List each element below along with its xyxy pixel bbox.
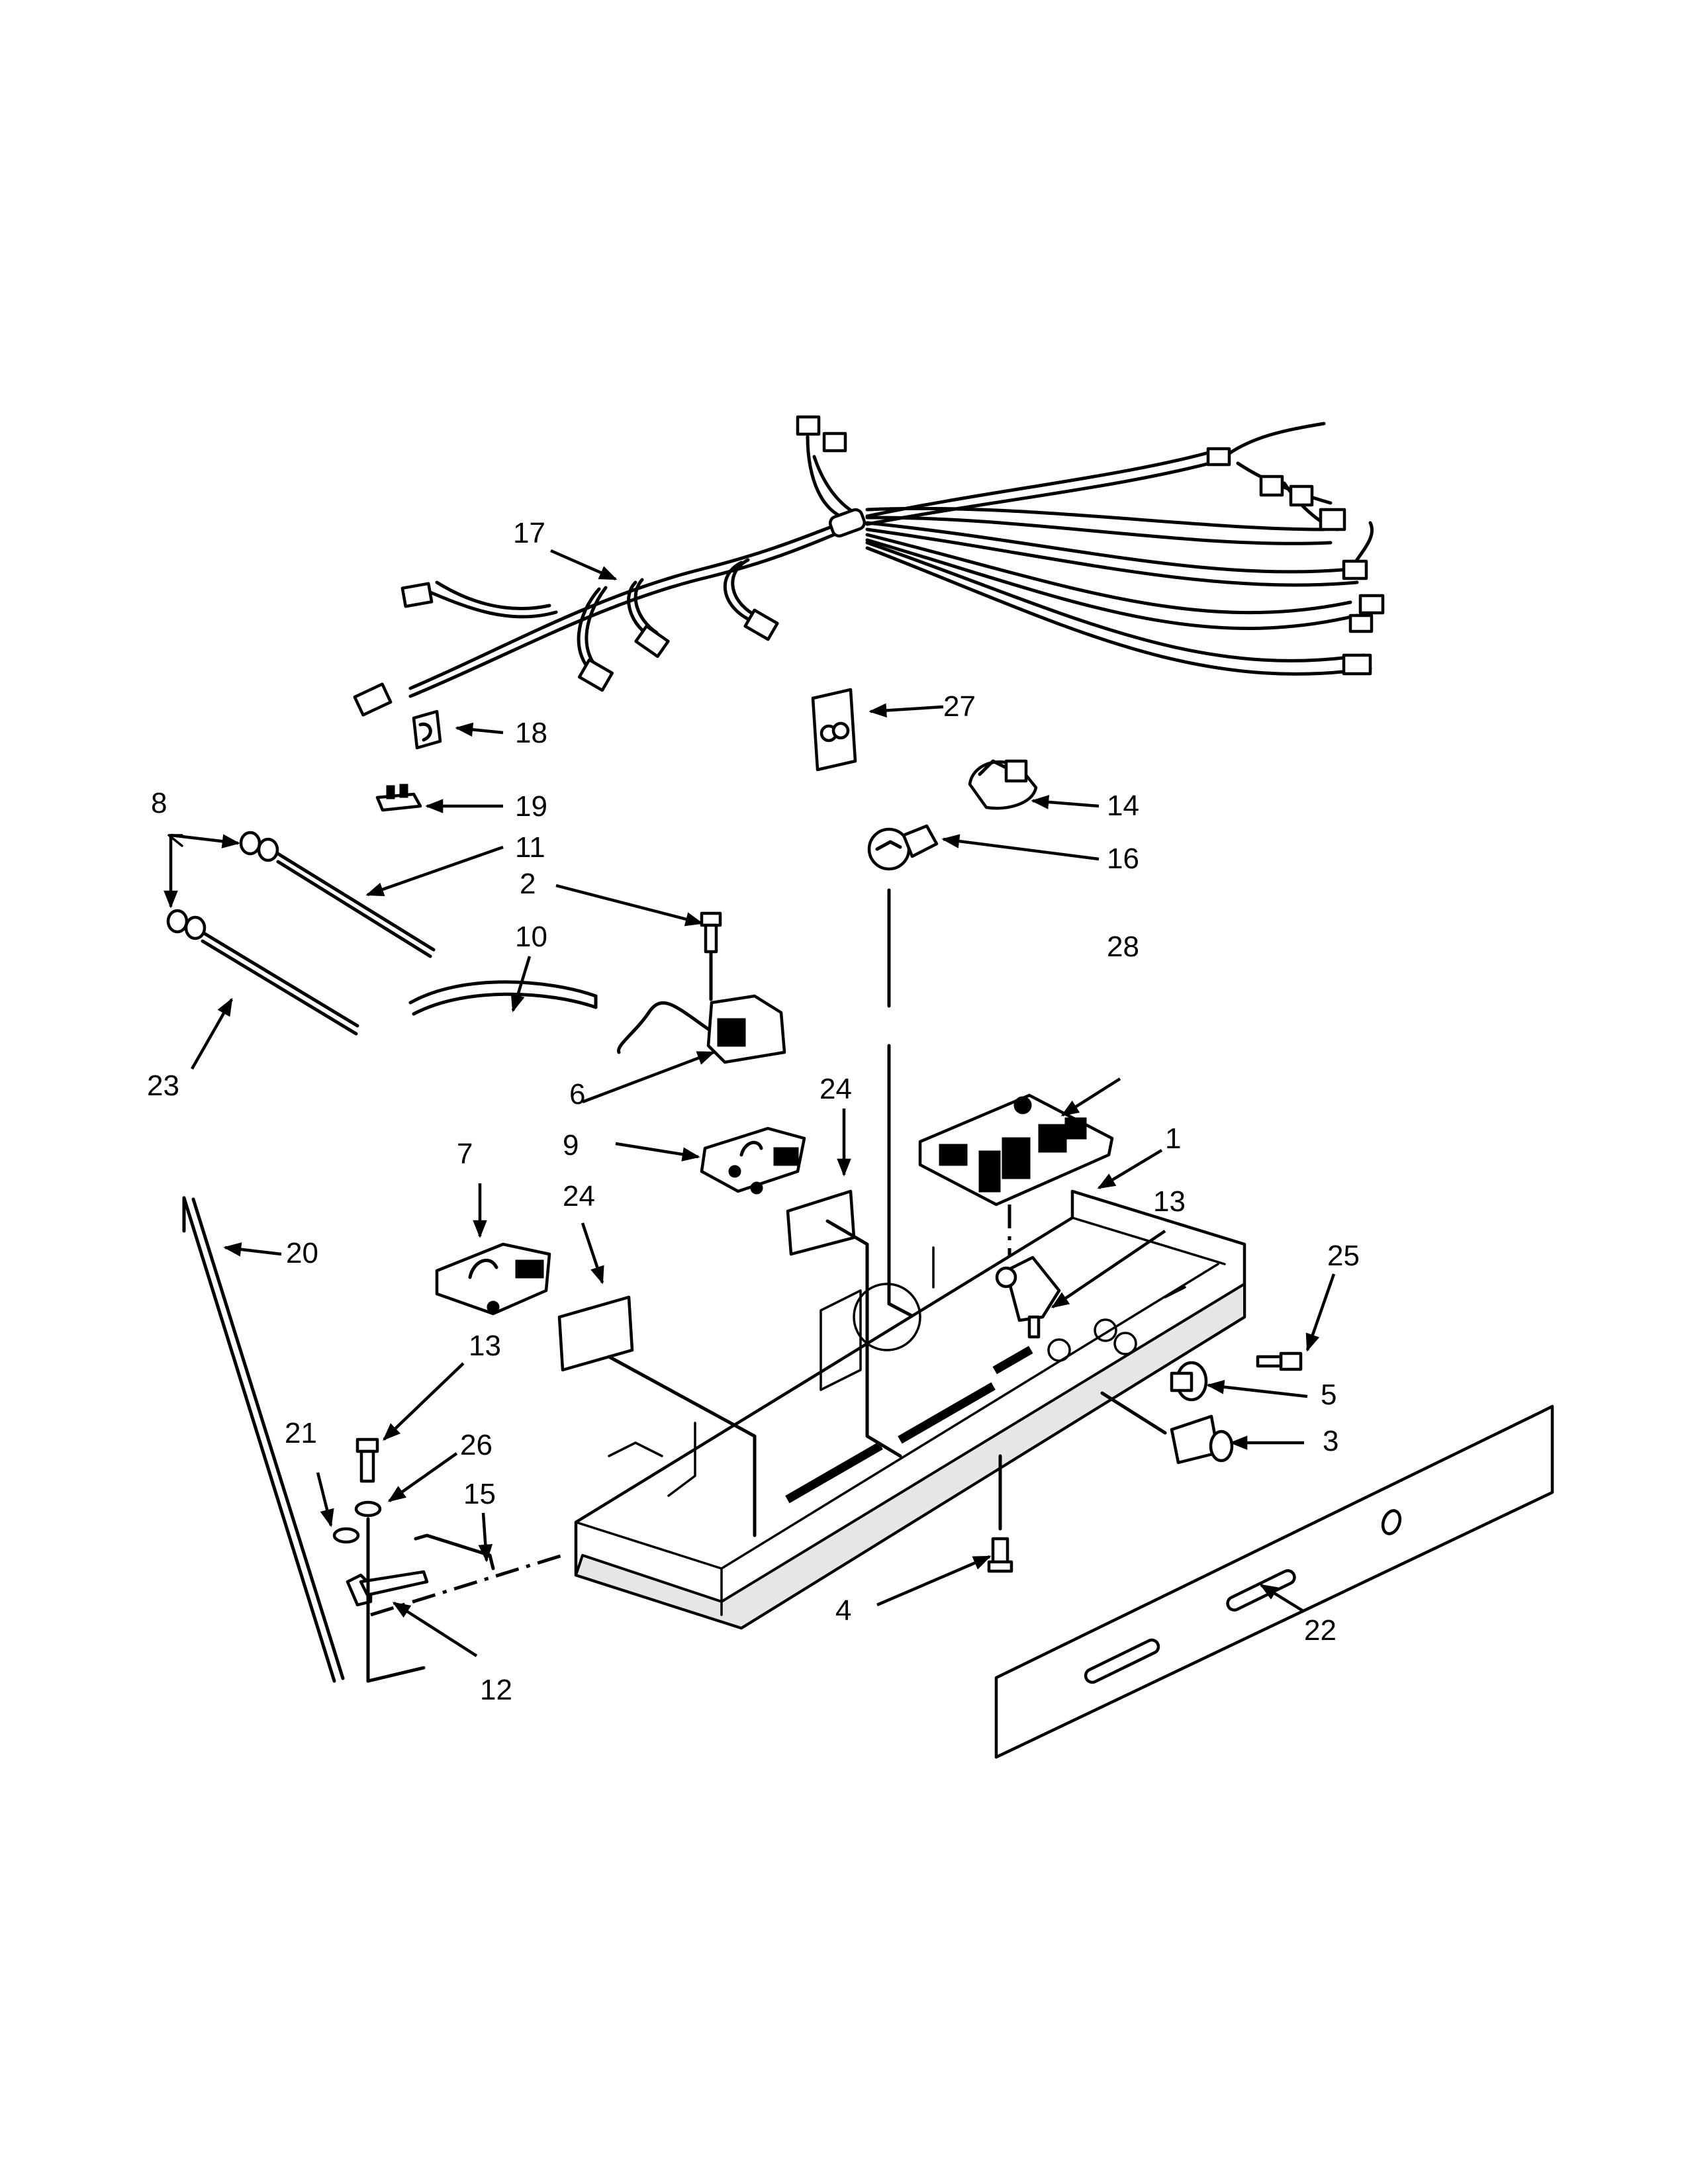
callout-6: 6: [569, 1078, 585, 1111]
fitting-nuts: [166, 831, 279, 940]
callout-23: 23: [147, 1069, 179, 1102]
callout-11: 11: [515, 831, 545, 864]
callout-labels: 17 18 27 19 14 8 11 16 2 10 28 23 24 6 9…: [147, 517, 1360, 1706]
callout-17: 17: [513, 517, 545, 549]
wire-harness: [353, 415, 1385, 717]
callout-7: 7: [457, 1138, 473, 1170]
callout-12: 12: [480, 1674, 512, 1706]
light-bulb: [867, 824, 939, 871]
grommet: [811, 688, 857, 772]
screw-4: [987, 1537, 1013, 1573]
tube-11: [276, 852, 436, 952]
thermostat-6: [617, 994, 786, 1064]
front-trim: [994, 1404, 1554, 1759]
button-5: [1170, 1361, 1208, 1402]
label-24-a: [557, 1295, 634, 1372]
callout-4: 4: [835, 1594, 851, 1627]
switch-7: [435, 1242, 551, 1316]
callout-13-left: 13: [469, 1330, 501, 1362]
callout-8: 8: [151, 787, 167, 819]
callout-5: 5: [1321, 1379, 1336, 1411]
label-24-b: [786, 1189, 856, 1256]
callout-15: 15: [463, 1478, 496, 1510]
callout-19: 19: [515, 790, 547, 823]
callout-24-right: 24: [820, 1073, 852, 1105]
screw-13-left: [355, 1437, 379, 1483]
callout-20: 20: [286, 1237, 318, 1269]
callout-13-right: 13: [1153, 1185, 1186, 1218]
light-socket: [968, 759, 1038, 810]
screw-2: [700, 911, 722, 954]
callout-18: 18: [515, 717, 547, 749]
washer-26: [354, 1500, 382, 1518]
callout-26: 26: [460, 1429, 492, 1461]
callout-21: 21: [285, 1417, 317, 1449]
callout-25: 25: [1327, 1240, 1360, 1272]
wire-clamp: [995, 1255, 1061, 1339]
callout-2: 2: [520, 868, 536, 900]
spring-15: [414, 1533, 495, 1570]
callout-3: 3: [1323, 1425, 1338, 1457]
callout-14: 14: [1107, 790, 1139, 822]
callout-27: 27: [943, 690, 976, 723]
callout-28: 28: [1107, 931, 1139, 963]
leader-lines: [164, 549, 1336, 1657]
callout-16: 16: [1107, 842, 1139, 875]
callout-22: 22: [1304, 1614, 1336, 1647]
switch-9: [700, 1126, 806, 1195]
switch-3: [1170, 1414, 1234, 1465]
callout-24-left: 24: [563, 1180, 595, 1212]
rod-20: [182, 1196, 345, 1683]
washer-21: [332, 1527, 360, 1544]
tube-23: [202, 931, 359, 1028]
drain-hose: [408, 980, 598, 1005]
control-housing: [574, 1189, 1246, 1630]
hinge-12: [346, 1570, 429, 1607]
callout-10: 10: [515, 921, 547, 953]
wire-holder: [375, 784, 422, 812]
callout-9: 9: [563, 1129, 579, 1161]
control-board: [918, 1093, 1114, 1206]
callout-1: 1: [1165, 1122, 1181, 1155]
screw-25: [1256, 1351, 1303, 1371]
wire-clip: [412, 709, 442, 750]
